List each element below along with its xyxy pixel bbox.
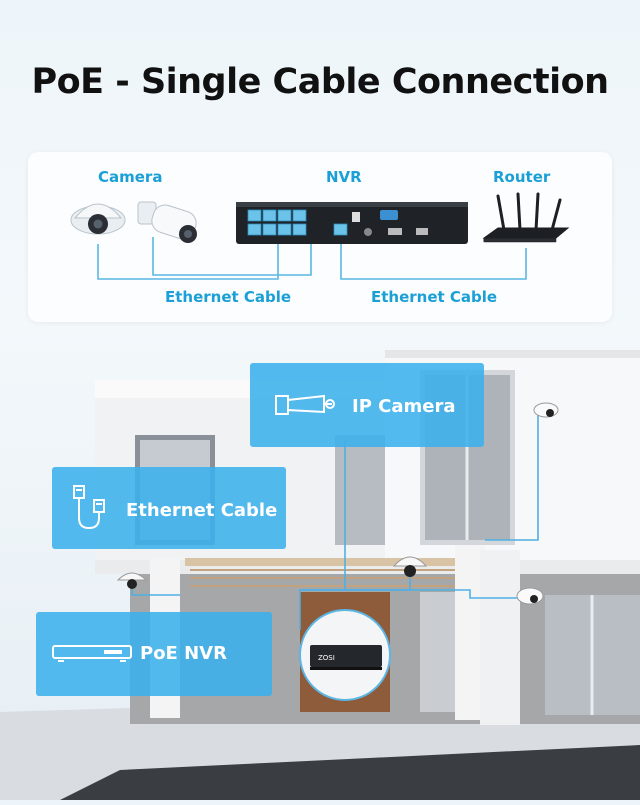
wall-camera-icon-2 (516, 587, 544, 605)
cable-lines (97, 237, 527, 280)
callout-ethernet-cable-label: Ethernet Cable (126, 500, 278, 521)
ip-camera-icon (275, 394, 335, 415)
camera-label: Camera (98, 168, 163, 186)
callout-ethernet-cable: Ethernet Cable (52, 467, 286, 549)
nvr-label: NVR (326, 168, 362, 186)
nvr-device-icon-small (52, 645, 132, 662)
nvr-inset-photo: ZOSI (299, 609, 391, 701)
callout-ip-camera-label: IP Camera (352, 396, 456, 417)
wall-camera-icon-1 (533, 402, 559, 418)
callout-poe-nvr: PoE NVR (36, 612, 272, 696)
bullet-camera-icon (137, 201, 197, 243)
ceiling-camera-icon-1 (392, 556, 428, 577)
diagram-graphics (70, 192, 570, 280)
page-title: PoE - Single Cable Connection (31, 62, 609, 102)
ethernet-cable-label-right: Ethernet Cable (371, 288, 498, 306)
connection-diagram: Camera NVR Router Ethernet Cable Etherne… (28, 152, 612, 322)
ceiling-camera-icon-2 (116, 572, 148, 589)
dome-camera-icon (70, 203, 126, 235)
nvr-device-icon (236, 202, 468, 244)
house-illustration: ZOSI IP Camera Ethernet Cable (0, 340, 640, 800)
callout-ip-camera: IP Camera (250, 363, 484, 447)
ethernet-cable-label-left: Ethernet Cable (165, 288, 292, 306)
router-label: Router (493, 168, 551, 186)
device-brand-text: ZOSI (318, 654, 335, 662)
ethernet-cable-icon (73, 485, 105, 530)
router-icon (482, 192, 570, 243)
callout-poe-nvr-label: PoE NVR (140, 643, 227, 664)
